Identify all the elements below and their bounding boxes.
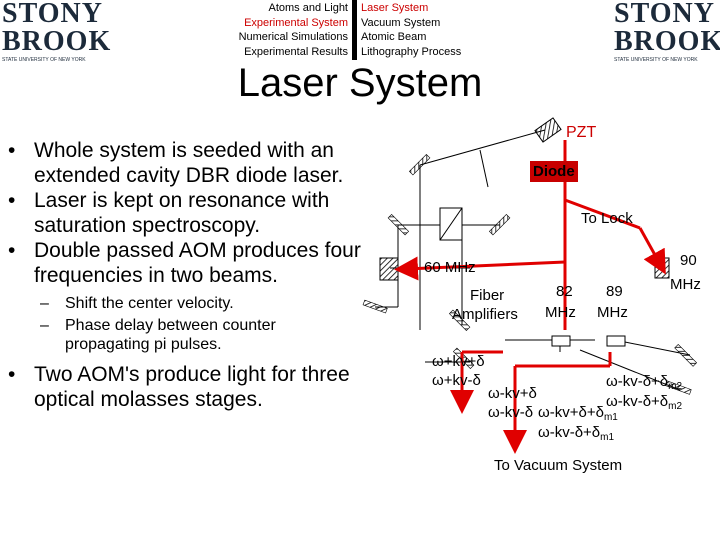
nav-link-laser-system[interactable]: Laser System [361, 2, 429, 14]
to-vacuum-label: To Vacuum System [494, 457, 623, 474]
bullet-text: Double passed AOM produces four frequenc… [34, 239, 361, 287]
pzt-label: PZT [566, 124, 597, 141]
red-beam [564, 198, 641, 230]
nav-link-vacuum-system[interactable]: Vacuum System [361, 16, 441, 29]
freq-label: ω+kv+δ [432, 353, 485, 370]
red-beam [638, 227, 666, 275]
freq-label: ω-kv+δ+δm1 [538, 404, 618, 426]
bullet-item: • Laser is kept on resonance with satura… [8, 188, 363, 238]
fiber-label: Fiber [470, 287, 505, 304]
bullet-list: • Whole system is seeded with an extende… [8, 138, 363, 412]
beam-splitter-diagonal [439, 207, 463, 241]
pzt-element [534, 117, 562, 143]
nav-link-atomic-beam[interactable]: Atomic Beam [361, 31, 427, 43]
bullet-item: • Double passed AOM produces four freque… [8, 238, 363, 288]
sub-bullet-text: Phase delay between counter [65, 317, 276, 334]
freq-text: ω-kv-δ+δ [606, 393, 669, 410]
sub-bullet-item: – Shift the center velocity. [40, 294, 363, 313]
freq-label: ω+kv-δ [432, 372, 481, 389]
nav-right: Laser System Vacuum System Atomic Beam L… [361, 1, 461, 59]
bullet-dot-icon: • [8, 189, 16, 212]
sub-bullet-list: – Shift the center velocity. – Phase del… [8, 294, 363, 354]
bullet-item: • Whole system is seeded with an extende… [8, 138, 363, 188]
nav-left: Atoms and Light Experimental System Nume… [239, 1, 348, 59]
mirror-icon [387, 213, 410, 236]
nav-divider [352, 0, 357, 60]
freq-label: ω-kv-δ+δm1 [538, 424, 614, 446]
mirror-icon [408, 153, 431, 176]
aom-60mhz-label: 60 MHz [424, 259, 476, 276]
aom-90-label: 90 [680, 252, 697, 269]
freq-label: ω-kv-δ [488, 404, 534, 421]
logo-word-stony: STONY [614, 0, 715, 29]
freq-label: ω-kv-δ+δm2 [606, 373, 682, 395]
logo-word-brook: BROOK [2, 26, 112, 57]
freq-subscript: m1 [603, 412, 618, 423]
aom-89-label: 89 [606, 283, 623, 300]
beam-path [419, 129, 546, 166]
mirrors [362, 153, 698, 395]
stony-brook-logo-left: STONY BROOK STATE UNIVERSITY OF NEW YORK [0, 0, 112, 63]
dash-icon: – [40, 295, 49, 312]
mirror-icon [362, 299, 388, 314]
diode-label: Diode [530, 161, 578, 182]
aom-82-label: 82 [556, 283, 573, 300]
sub-bullet-item: – Phase delay between counter propagatin… [40, 316, 363, 354]
nav-link-lithography-process[interactable]: Lithography Process [361, 45, 462, 58]
nav-link-experimental-results[interactable]: Experimental Results [244, 45, 348, 58]
freq-text: ω-kv+δ+δ [538, 404, 604, 421]
freq-text: ω-kv-δ+δ [606, 373, 669, 390]
dash-icon: – [40, 317, 49, 334]
red-beams [394, 140, 666, 454]
aom-90-unit-label: MHz [670, 276, 701, 293]
nav-link-numerical-simulations[interactable]: Numerical Simulations [238, 31, 348, 43]
beam-path [579, 349, 681, 391]
freq-subscript: m2 [668, 401, 683, 412]
mirror-icon [674, 343, 698, 367]
page-title: Laser System [237, 61, 483, 105]
nav-link-atoms-and-light[interactable]: Atoms and Light [268, 2, 349, 14]
bullet-text: Two AOM's produce light for three optica… [34, 363, 350, 411]
logo-word-stony: STONY [2, 0, 103, 29]
to-lock-label: To Lock [581, 210, 633, 227]
bullet-text: Whole system is seeded with an extended … [34, 139, 344, 187]
amplifiers-label: Amplifiers [452, 306, 518, 323]
mirror-icon [488, 213, 511, 236]
freq-label: ω-kv-δ+δm2 [606, 393, 682, 415]
logo-tagline: STATE UNIVERSITY OF NEW YORK [614, 57, 698, 63]
beam-path [614, 339, 691, 356]
bullet-text: Laser is kept on resonance with saturati… [34, 189, 330, 237]
aom-89-block [606, 335, 626, 347]
nav-link-experimental-system[interactable]: Experimental System [244, 16, 348, 29]
freq-subscript: m2 [668, 381, 683, 392]
bullet-item: • Two AOM's produce light for three opti… [8, 362, 363, 412]
bullet-dot-icon: • [8, 239, 16, 262]
logo-tagline: STATE UNIVERSITY OF NEW YORK [2, 57, 86, 63]
sub-bullet-text-cont: propagating pi pulses. [65, 336, 222, 353]
logo-word-brook: BROOK [614, 26, 720, 57]
mirror-icon [664, 380, 692, 395]
mirror-icon [448, 309, 471, 332]
aom-89-unit-label: MHz [597, 304, 628, 321]
red-beam [394, 256, 566, 281]
aom-block [379, 257, 399, 281]
aom-82-unit-label: MHz [545, 304, 576, 321]
sub-bullet-text: Shift the center velocity. [65, 295, 234, 312]
freq-label: ω-kv+δ [488, 385, 537, 402]
bullet-dot-icon: • [8, 139, 16, 162]
freq-text: ω-kv-δ+δ [538, 424, 601, 441]
freq-subscript: m1 [600, 432, 615, 443]
bullet-dot-icon: • [8, 363, 16, 386]
beam-path [479, 149, 489, 188]
stony-brook-logo-right: STONY BROOK STATE UNIVERSITY OF NEW YORK [612, 0, 720, 63]
aom-82-block [551, 335, 571, 347]
